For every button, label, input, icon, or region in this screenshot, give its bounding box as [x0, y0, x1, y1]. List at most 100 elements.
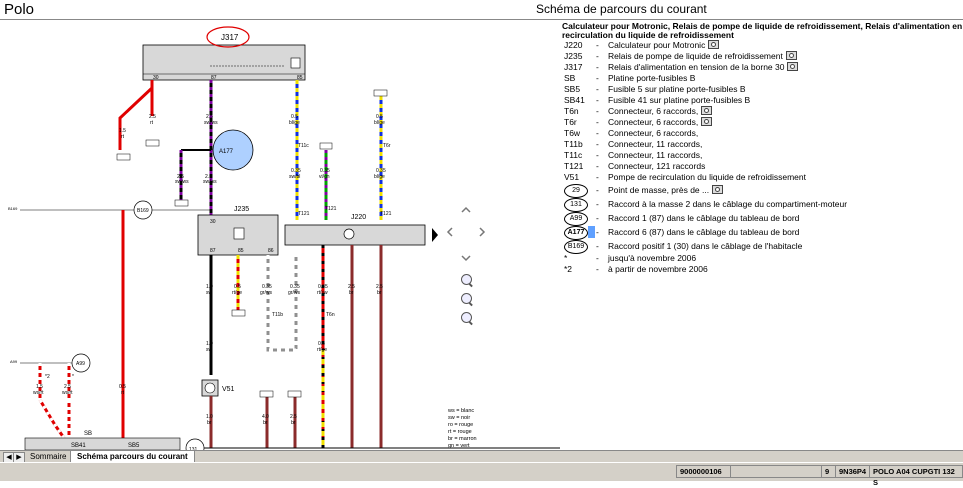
status-vehicle: POLO A04 CUPGTI 132 S: [869, 465, 963, 487]
svg-text:br: br: [349, 290, 354, 296]
svg-text:30: 30: [153, 75, 159, 81]
legend-item: T6w-Connecteur, 6 raccords,: [562, 128, 963, 139]
legend-desc-text: Raccord 1 (87) dans le câblage du tablea…: [608, 213, 800, 223]
legend-desc-text: Fusible 5 sur platine porte-fusibles B: [608, 84, 746, 94]
camera-icon[interactable]: [712, 185, 724, 194]
svg-text:ws/rt: ws/rt: [33, 390, 44, 396]
legend-code: T121: [564, 161, 584, 171]
pan-down-icon[interactable]: [461, 255, 471, 262]
connector-badge[interactable]: B169: [564, 240, 588, 254]
schema-title: Schéma de parcours du courant: [536, 2, 707, 16]
tab-sommaire[interactable]: Sommaire: [30, 452, 67, 461]
j317-relay-box: [142, 44, 306, 81]
svg-text:ws/rt: ws/rt: [62, 390, 73, 396]
legend-code: J220: [564, 40, 583, 50]
legend-desc-text: Calculateur pour Motronic: [608, 40, 706, 50]
legend-desc: Connecteur, 6 raccords,: [608, 106, 713, 117]
svg-text:bl/ge: bl/ge: [374, 120, 385, 126]
status-bar: 9000000106 9 9N36P4 POLO A04 CUPGTI 132 …: [0, 462, 963, 487]
a99-connector[interactable]: [71, 353, 91, 373]
page-next-arrow-icon[interactable]: [432, 228, 438, 242]
svg-text:2.5: 2.5: [64, 384, 71, 390]
svg-text:0.35: 0.35: [291, 168, 301, 174]
a177-connector[interactable]: [212, 129, 254, 171]
legend-heading: Calculateur pour Motronic, Relais de pom…: [562, 22, 963, 31]
legend-desc-text: Raccord positif 1 (30) dans le câblage d…: [608, 241, 803, 251]
legend-dash: -: [596, 199, 599, 209]
legend-desc-text: Platine porte-fusibles B: [608, 73, 696, 83]
legend-connector: 29-Point de masse, près de ...: [562, 183, 963, 198]
sb-label: SB: [84, 431, 92, 437]
svg-text:2.5: 2.5: [348, 284, 355, 290]
zoom-in-icon[interactable]: [461, 293, 472, 304]
svg-text:0.5: 0.5: [318, 341, 325, 347]
svg-text:2.5: 2.5: [206, 114, 213, 120]
svg-text:2.5: 2.5: [177, 174, 184, 180]
pan-up-icon[interactable]: [461, 206, 471, 213]
svg-text:br: br: [263, 420, 268, 426]
legend-desc-text: Connecteur, 6 raccords,: [608, 128, 699, 138]
pan-right-icon[interactable]: [479, 227, 486, 237]
pan-left-icon[interactable]: [446, 227, 453, 237]
svg-text:2.5: 2.5: [149, 114, 156, 120]
svg-text:sw/ws: sw/ws: [204, 120, 218, 126]
svg-text:rt: rt: [150, 120, 154, 126]
legend-dash: -: [596, 117, 599, 127]
legend-dash: -: [596, 62, 599, 72]
svg-text:A99: A99: [10, 359, 18, 364]
zoom-out-icon[interactable]: [461, 312, 472, 323]
connector-badge[interactable]: A177: [564, 226, 588, 240]
svg-text:br: br: [377, 290, 382, 296]
status-empty-field: [730, 465, 823, 478]
svg-text:2.5: 2.5: [205, 174, 212, 180]
legend-desc: Fusible 5 sur platine porte-fusibles B: [608, 84, 746, 95]
legend-desc: Fusible 41 sur platine porte-fusibles B: [608, 95, 750, 106]
legend-desc-text: Connecteur, 11 raccords,: [608, 150, 703, 160]
svg-text:gr/ws: gr/ws: [288, 290, 300, 296]
zoom-fit-icon[interactable]: [461, 274, 472, 285]
legend-desc-text: Relais de pompe de liquide de refroidiss…: [608, 51, 783, 61]
svg-text:T6r: T6r: [383, 143, 391, 149]
legend-item: T121-Connecteur, 121 raccords: [562, 161, 963, 172]
svg-text:0.35: 0.35: [290, 284, 300, 290]
legend-dash: -: [596, 172, 599, 182]
legend-heading-2: recirculation du liquide de refroidissem…: [562, 30, 734, 40]
svg-text:1.0: 1.0: [206, 341, 213, 347]
legend-item: T6r -Connecteur, 6 raccords,: [562, 117, 963, 128]
svg-text:0.5: 0.5: [291, 114, 298, 120]
svg-text:br: br: [207, 420, 212, 426]
legend-panel: Calculateur pour Motronic, Relais de pom…: [562, 22, 963, 302]
b169-label: B169: [137, 208, 149, 214]
camera-icon[interactable]: [708, 40, 720, 49]
svg-text:T6n: T6n: [326, 312, 335, 318]
camera-icon[interactable]: [701, 106, 713, 115]
legend-desc-text: Connecteur, 11 raccords,: [608, 139, 703, 149]
g131-label: 131: [189, 447, 198, 450]
legend-code: T6r: [564, 117, 577, 127]
camera-icon[interactable]: [785, 51, 797, 60]
camera-icon[interactable]: [701, 117, 713, 126]
legend-desc-text: Relais d'alimentation en tension de la b…: [608, 62, 785, 72]
color-key-4: br = marron: [448, 436, 477, 442]
legend-desc-text: Connecteur, 6 raccords,: [608, 106, 699, 116]
j220-label: J220: [351, 214, 366, 221]
connector-badge[interactable]: 29: [564, 184, 588, 198]
v51-label: V51: [222, 386, 235, 393]
legend-desc: Connecteur, 121 raccords: [608, 161, 705, 172]
legend-desc-text: Connecteur, 6 raccords,: [608, 117, 699, 127]
note-desc: jusqu'à novembre 2006: [608, 253, 697, 263]
connector-badge[interactable]: A99: [564, 212, 588, 226]
j317-highlight-ring: [206, 26, 250, 48]
svg-text:1.0: 1.0: [206, 414, 213, 420]
legend-dash: -: [596, 264, 599, 274]
svg-text:vi/gn: vi/gn: [319, 174, 330, 180]
svg-text:1.5: 1.5: [119, 128, 126, 134]
svg-text:86: 86: [268, 248, 274, 254]
connector-badge[interactable]: 131: [564, 198, 588, 212]
svg-text:rt/sw: rt/sw: [317, 290, 328, 296]
camera-icon[interactable]: [787, 62, 799, 71]
note-code: *: [564, 253, 568, 263]
legend-desc: Connecteur, 6 raccords,: [608, 128, 698, 139]
svg-text:rt: rt: [121, 390, 125, 396]
